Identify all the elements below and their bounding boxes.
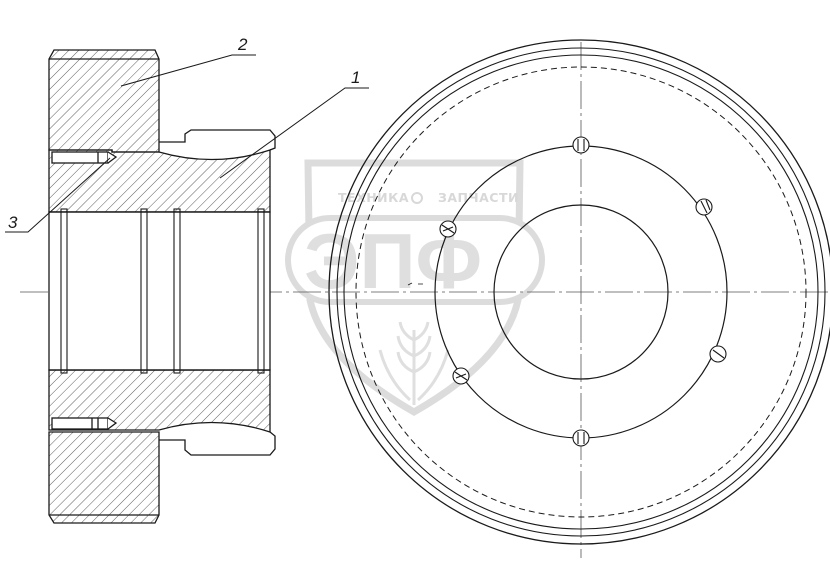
callout-1: 1 bbox=[351, 68, 360, 87]
leader-1 bbox=[219, 87, 369, 179]
bolt-hole bbox=[572, 136, 590, 154]
screw-top bbox=[51, 151, 118, 164]
outer-circle-1 bbox=[328, 39, 830, 545]
body-bottom-section bbox=[48, 369, 271, 433]
leader-3 bbox=[5, 157, 111, 233]
hub-bottom-outline bbox=[159, 431, 276, 456]
flange-top-section bbox=[48, 49, 160, 153]
outer-circle-3 bbox=[343, 54, 819, 530]
watermark-top-right: ЗАПЧАСТИ bbox=[438, 190, 519, 205]
section-view bbox=[48, 49, 276, 524]
hidden-circle bbox=[355, 66, 807, 518]
wheat-icon bbox=[378, 321, 450, 405]
watermark: ТЕХНИКА ЗАПЧАСТИ ЭПФ bbox=[285, 159, 545, 417]
watermark-top-left: ТЕХНИКА bbox=[338, 190, 409, 205]
hub-top-outline bbox=[159, 129, 276, 151]
bore bbox=[48, 211, 271, 371]
watermark-gear-icon bbox=[411, 192, 423, 204]
watermark-banner bbox=[285, 215, 545, 305]
bore-grooves bbox=[60, 208, 265, 374]
bolt-hole bbox=[572, 429, 590, 447]
flange-bottom-section bbox=[48, 431, 160, 524]
outer-circle-2 bbox=[336, 47, 826, 537]
bore-circle bbox=[493, 204, 669, 380]
callout-2: 2 bbox=[237, 35, 248, 54]
body-top-section bbox=[48, 149, 271, 213]
leader-2 bbox=[120, 54, 256, 87]
front-view bbox=[328, 39, 830, 545]
watermark-shield bbox=[304, 159, 524, 417]
callout-3: 3 bbox=[8, 213, 18, 232]
leaders bbox=[5, 54, 369, 233]
bolt-holes bbox=[439, 136, 727, 447]
screw-bottom bbox=[51, 417, 118, 430]
